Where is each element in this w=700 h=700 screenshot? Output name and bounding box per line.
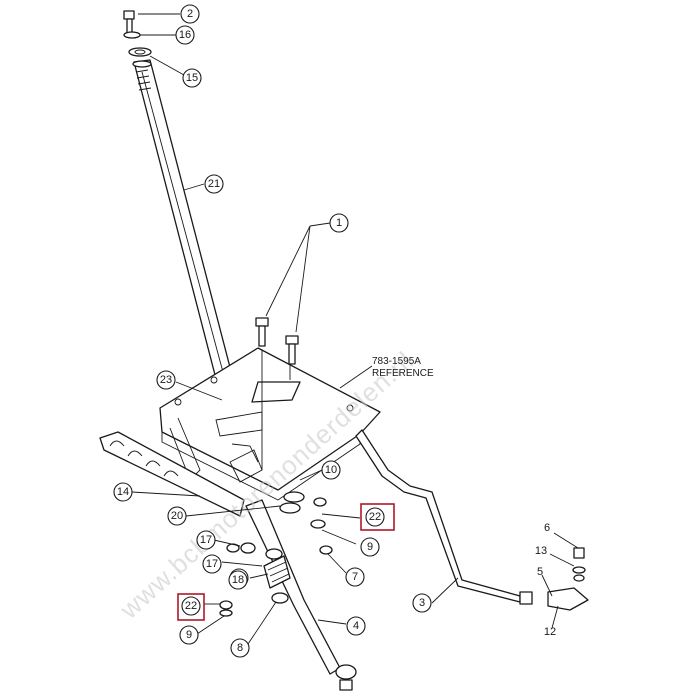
callout-label: 3 bbox=[419, 597, 425, 609]
highlight-box bbox=[177, 593, 205, 621]
callout-1: 1 bbox=[329, 213, 349, 233]
callout-label: 9 bbox=[367, 541, 373, 553]
callout-label: 21 bbox=[208, 178, 220, 190]
callout-4: 4 bbox=[346, 616, 366, 636]
reference-part-number: 783-1595A bbox=[372, 356, 421, 367]
callout-label: 20 bbox=[171, 510, 183, 522]
callout-22-upper: 22 bbox=[360, 503, 395, 531]
callout-10: 10 bbox=[321, 460, 341, 480]
callout-label: 23 bbox=[160, 374, 172, 386]
steering-plate bbox=[159, 347, 381, 501]
top-bolt-stack bbox=[123, 10, 152, 57]
callout-9-left: 9 bbox=[179, 625, 199, 645]
callout-label: 22 bbox=[185, 600, 197, 612]
callout-5: 5 bbox=[537, 566, 543, 578]
callout-7-right: 7 bbox=[345, 567, 365, 587]
callout-6: 6 bbox=[544, 522, 550, 534]
callout-13: 13 bbox=[535, 545, 547, 557]
callout-label: 13 bbox=[535, 545, 547, 557]
callout-17-upper: 17 bbox=[196, 530, 216, 550]
callout-12: 12 bbox=[544, 626, 556, 638]
callout-label: 17 bbox=[200, 534, 212, 546]
callout-label: 5 bbox=[537, 566, 543, 578]
callout-label: 2 bbox=[187, 8, 193, 20]
callout-22-lower: 22 bbox=[177, 593, 205, 621]
callout-label: 14 bbox=[117, 486, 129, 498]
reference-word: REFERENCE bbox=[372, 368, 434, 379]
callout-23: 23 bbox=[156, 370, 176, 390]
gear-parts bbox=[219, 491, 333, 617]
callout-label: 8 bbox=[237, 642, 243, 654]
callout-label: 4 bbox=[353, 620, 359, 632]
leader-lines bbox=[131, 13, 579, 645]
callout-label: 15 bbox=[186, 72, 198, 84]
steering-shaft bbox=[132, 59, 245, 419]
callout-20: 20 bbox=[167, 506, 187, 526]
callout-label: 9 bbox=[186, 629, 192, 641]
frame-rail bbox=[99, 431, 245, 517]
drag-link bbox=[355, 429, 533, 605]
callout-3: 3 bbox=[412, 593, 432, 613]
callout-label: 7 bbox=[352, 571, 358, 583]
reference-note: 783-1595A REFERENCE bbox=[339, 356, 434, 389]
callout-9-right: 9 bbox=[360, 537, 380, 557]
callout-label: 12 bbox=[544, 626, 556, 638]
callout-label: 1 bbox=[336, 217, 342, 229]
callout-label: 22 bbox=[369, 511, 381, 523]
callout-2: 2 bbox=[180, 4, 200, 24]
callout-label: 10 bbox=[325, 464, 337, 476]
callout-21: 21 bbox=[204, 174, 224, 194]
callout-label: 17 bbox=[206, 558, 218, 570]
callout-14: 14 bbox=[113, 482, 133, 502]
mounting-bolts bbox=[255, 317, 299, 365]
callout-8: 8 bbox=[230, 638, 250, 658]
highlight-box bbox=[360, 503, 395, 531]
callout-16: 16 bbox=[175, 25, 195, 45]
callout-17-lower: 17 bbox=[202, 554, 222, 574]
callout-label: 16 bbox=[179, 29, 191, 41]
callout-15: 15 bbox=[182, 68, 202, 88]
ball-joint bbox=[547, 547, 589, 611]
callout-18: 18 bbox=[228, 570, 248, 590]
callout-label: 18 bbox=[232, 574, 244, 586]
callout-label: 6 bbox=[544, 522, 550, 534]
tie-rod bbox=[245, 499, 357, 691]
